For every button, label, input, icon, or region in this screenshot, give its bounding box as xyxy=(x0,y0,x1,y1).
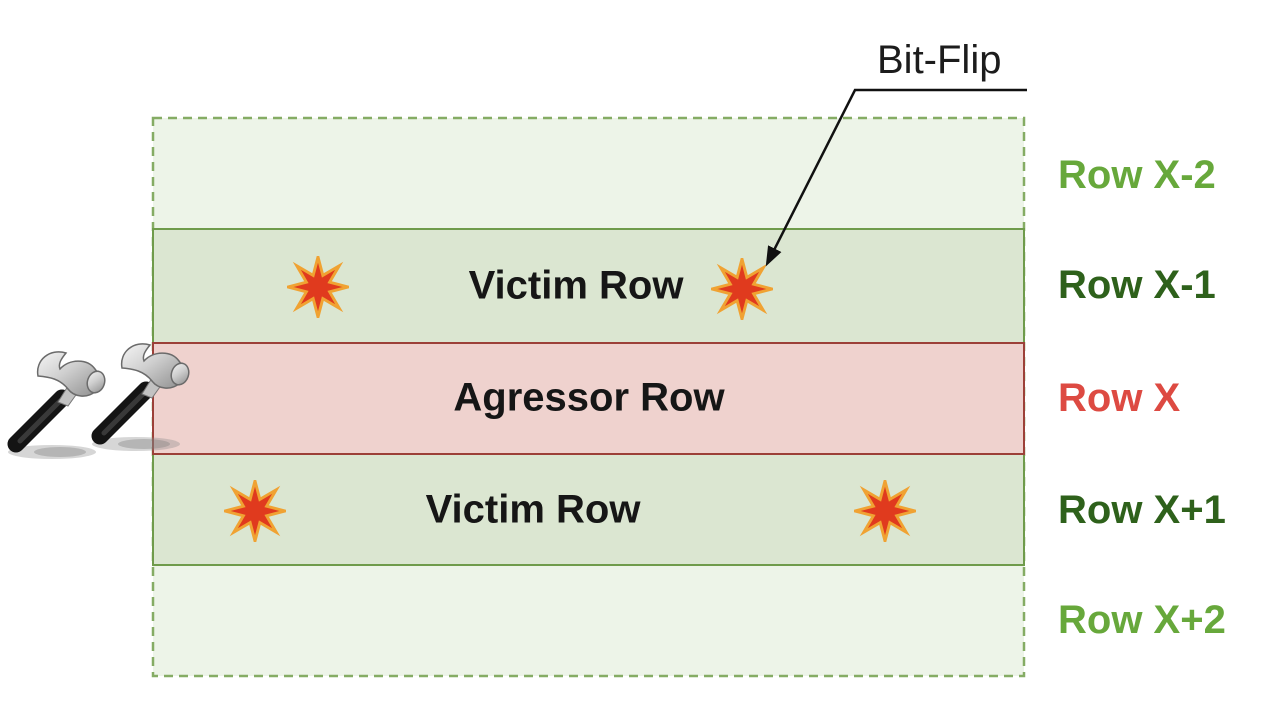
hammer-icon xyxy=(92,344,191,451)
bit-flip-burst-icon xyxy=(711,258,773,320)
hammer-icon xyxy=(2,334,228,466)
row-label-x-plus-1: Row X+1 xyxy=(1058,488,1226,532)
bit-flip-label: Bit-Flip xyxy=(877,38,1002,82)
victim-row-lower-caption: Victim Row xyxy=(425,487,641,532)
row-label-x: Row X xyxy=(1058,376,1181,420)
bit-flip-burst-icon xyxy=(854,480,916,542)
row-label-x-minus-2: Row X-2 xyxy=(1058,153,1216,197)
bit-flip-burst-icon xyxy=(224,480,286,542)
victim-row-upper-caption: Victim Row xyxy=(468,263,684,308)
row-label-x-plus-2: Row X+2 xyxy=(1058,598,1226,642)
bit-flip-burst-icon xyxy=(287,256,349,318)
aggressor-row-caption: Agressor Row xyxy=(453,375,725,420)
row-label-x-minus-1: Row X-1 xyxy=(1058,263,1216,307)
